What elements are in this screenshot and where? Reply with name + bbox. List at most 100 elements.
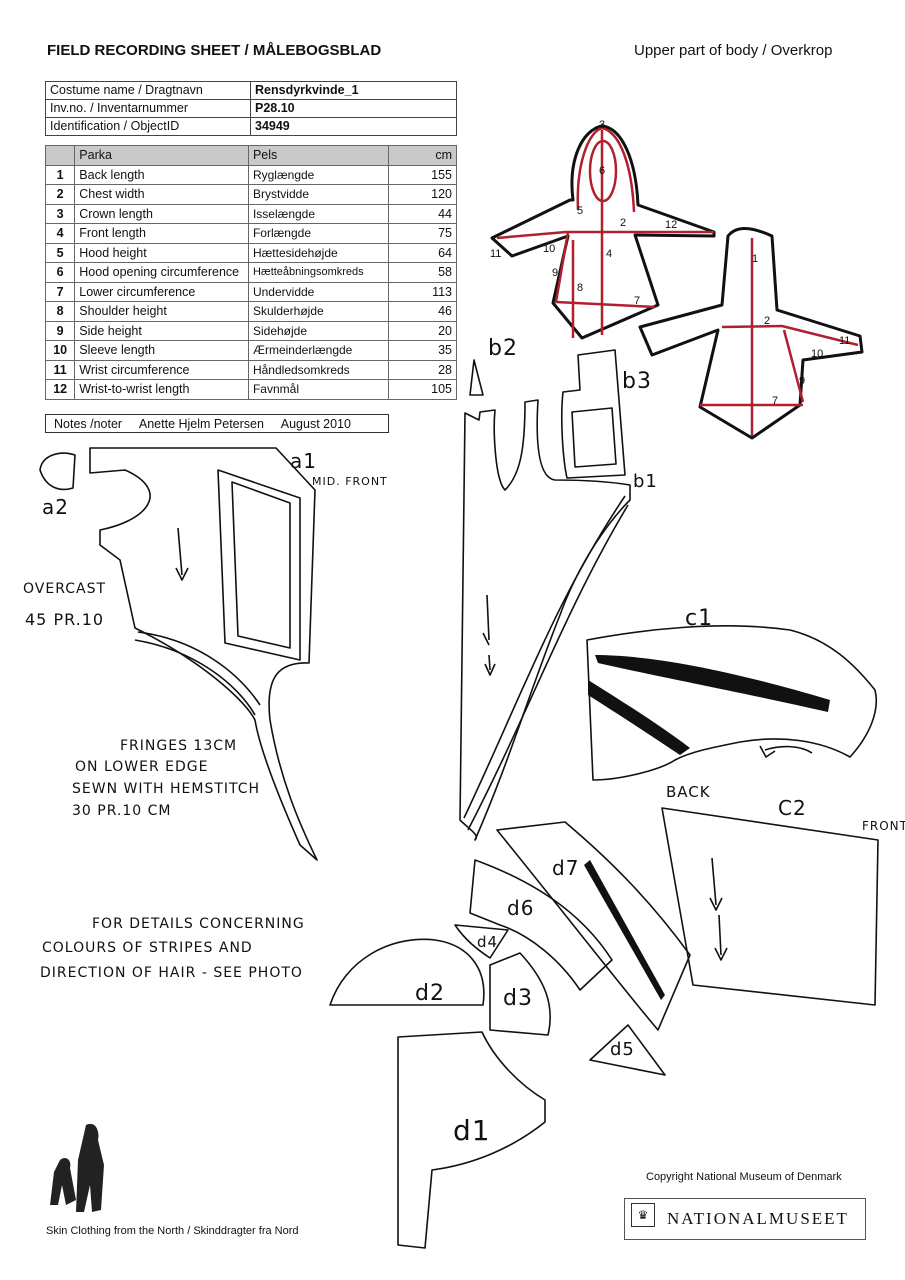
logo-text: NATIONALMUSEET	[667, 1209, 849, 1228]
row-da: Håndledsomkreds	[247, 359, 390, 380]
piece-d6-outline	[469, 859, 613, 991]
piece-a1-stripe	[134, 639, 256, 716]
piece-c2-arrow	[709, 857, 728, 961]
piece-a1-inner-panel	[217, 469, 301, 661]
piece-d5-outline	[589, 1024, 666, 1076]
header-unit: cm	[388, 145, 457, 166]
fringes-line: ON LOWER EDGE	[75, 759, 208, 775]
piece-d7-stripe	[584, 860, 665, 1000]
piece-b2-outline	[469, 359, 484, 396]
piece-d2-outline	[329, 938, 485, 1006]
notes-box: Notes /noter Anette Hjelm Petersen Augus…	[45, 414, 389, 433]
front-parka-diagram	[490, 124, 716, 340]
row-cm: 113	[388, 281, 457, 302]
front-number: 9	[552, 267, 558, 279]
meta-value: 34949	[250, 117, 457, 136]
label-a2: a2	[42, 495, 69, 519]
piece-d3-outline	[489, 952, 551, 1036]
back-number: 10	[811, 348, 823, 360]
front-number: 10	[543, 243, 555, 255]
details-line: COLOURS OF STRIPES AND	[42, 940, 253, 956]
row-cm: 75	[388, 223, 457, 244]
piece-d7-outline	[496, 821, 691, 1031]
row-en: Wrist-to-wrist length	[74, 379, 249, 400]
fringes-line: SEWN WITH HEMSTITCH	[72, 781, 260, 797]
label-a1: a1	[290, 449, 317, 473]
label-d6: d6	[507, 896, 534, 920]
label-overcast: OVERCAST	[23, 581, 106, 597]
notes-author: Anette Hjelm Petersen	[138, 417, 264, 431]
copyright-text: Copyright National Museum of Denmark	[646, 1171, 842, 1183]
piece-c2-outline	[661, 807, 879, 1006]
back-number: 1	[752, 253, 758, 265]
details-line: DIRECTION OF HAIR - SEE PHOTO	[40, 965, 303, 981]
row-number: 12	[44, 379, 76, 400]
notes-label: Notes /noter	[54, 417, 123, 431]
back-number: 9	[799, 375, 805, 387]
piece-a1-outline	[89, 447, 318, 861]
row-en: Crown length	[74, 203, 249, 224]
row-da: Skulderhøjde	[247, 301, 390, 322]
label-d7: d7	[552, 856, 579, 880]
label-b2: b2	[488, 336, 518, 361]
label-d1: d1	[453, 1114, 491, 1147]
piece-a2-outline	[39, 452, 76, 491]
piece-a1-arrow	[175, 527, 189, 581]
row-da: Ærmeinderlængde	[247, 340, 390, 361]
front-diagram-numbers: 3 6 5 2 12 11 10 4 9 8 7	[490, 119, 677, 307]
footer-tagline: Skin Clothing from the North / Skinddrag…	[46, 1225, 299, 1237]
row-number: 10	[44, 340, 76, 361]
row-cm: 155	[388, 164, 457, 185]
costume-meta-table: Costume name / Dragtnavn Rensdyrkvinde_1…	[45, 81, 457, 136]
piece-b1-stripe	[463, 495, 626, 819]
label-c1: c1	[685, 606, 713, 631]
nationalmuseet-logo: ♛ NATIONALMUSEET	[624, 1198, 866, 1240]
back-number: 11	[839, 335, 850, 347]
label-d2: d2	[415, 981, 445, 1006]
back-diagram-numbers: 1 2 11 10 9 7	[752, 253, 850, 407]
label-b1: b1	[633, 471, 658, 492]
row-en: Front length	[74, 223, 249, 244]
piece-b3-outline	[560, 349, 626, 479]
front-number: 7	[634, 295, 640, 307]
row-cm: 58	[388, 262, 457, 283]
piece-a1-arrow-2	[482, 594, 496, 676]
piece-d4-outline	[454, 924, 509, 959]
label-d4: d4	[477, 933, 498, 951]
notes-date: August 2010	[280, 417, 351, 431]
front-number: 11	[490, 248, 501, 260]
details-line: FOR DETAILS CONCERNING	[92, 916, 305, 932]
piece-c1-fur-stripe	[588, 680, 690, 755]
label-d3: d3	[503, 986, 533, 1011]
piece-d1-outline	[397, 1031, 546, 1249]
back-parka-diagram	[638, 227, 864, 440]
meta-row: Identification / ObjectID 34949	[45, 117, 457, 136]
front-number: 12	[665, 219, 677, 231]
header-no-cell	[44, 145, 76, 166]
front-number: 5	[577, 205, 583, 217]
header-en: Parka	[74, 145, 249, 166]
label-d5: d5	[610, 1039, 635, 1060]
label-back: BACK	[666, 783, 711, 801]
piece-b1-stripe	[467, 504, 629, 831]
label-c2: C2	[778, 796, 807, 820]
front-number: 8	[577, 282, 583, 294]
front-number: 3	[599, 119, 605, 131]
crown-icon: ♛	[631, 1203, 655, 1227]
row-en: Sleeve length	[74, 340, 249, 361]
meta-label: Identification / ObjectID	[45, 117, 251, 136]
front-number: 6	[599, 165, 605, 177]
piece-a1-inner-panel	[231, 481, 291, 649]
label-overcast-rate: 45 PR.10	[25, 610, 104, 629]
piece-b1-outline	[459, 399, 631, 841]
label-mid-front: MID. FRONT	[312, 475, 388, 488]
front-number: 4	[606, 248, 612, 260]
